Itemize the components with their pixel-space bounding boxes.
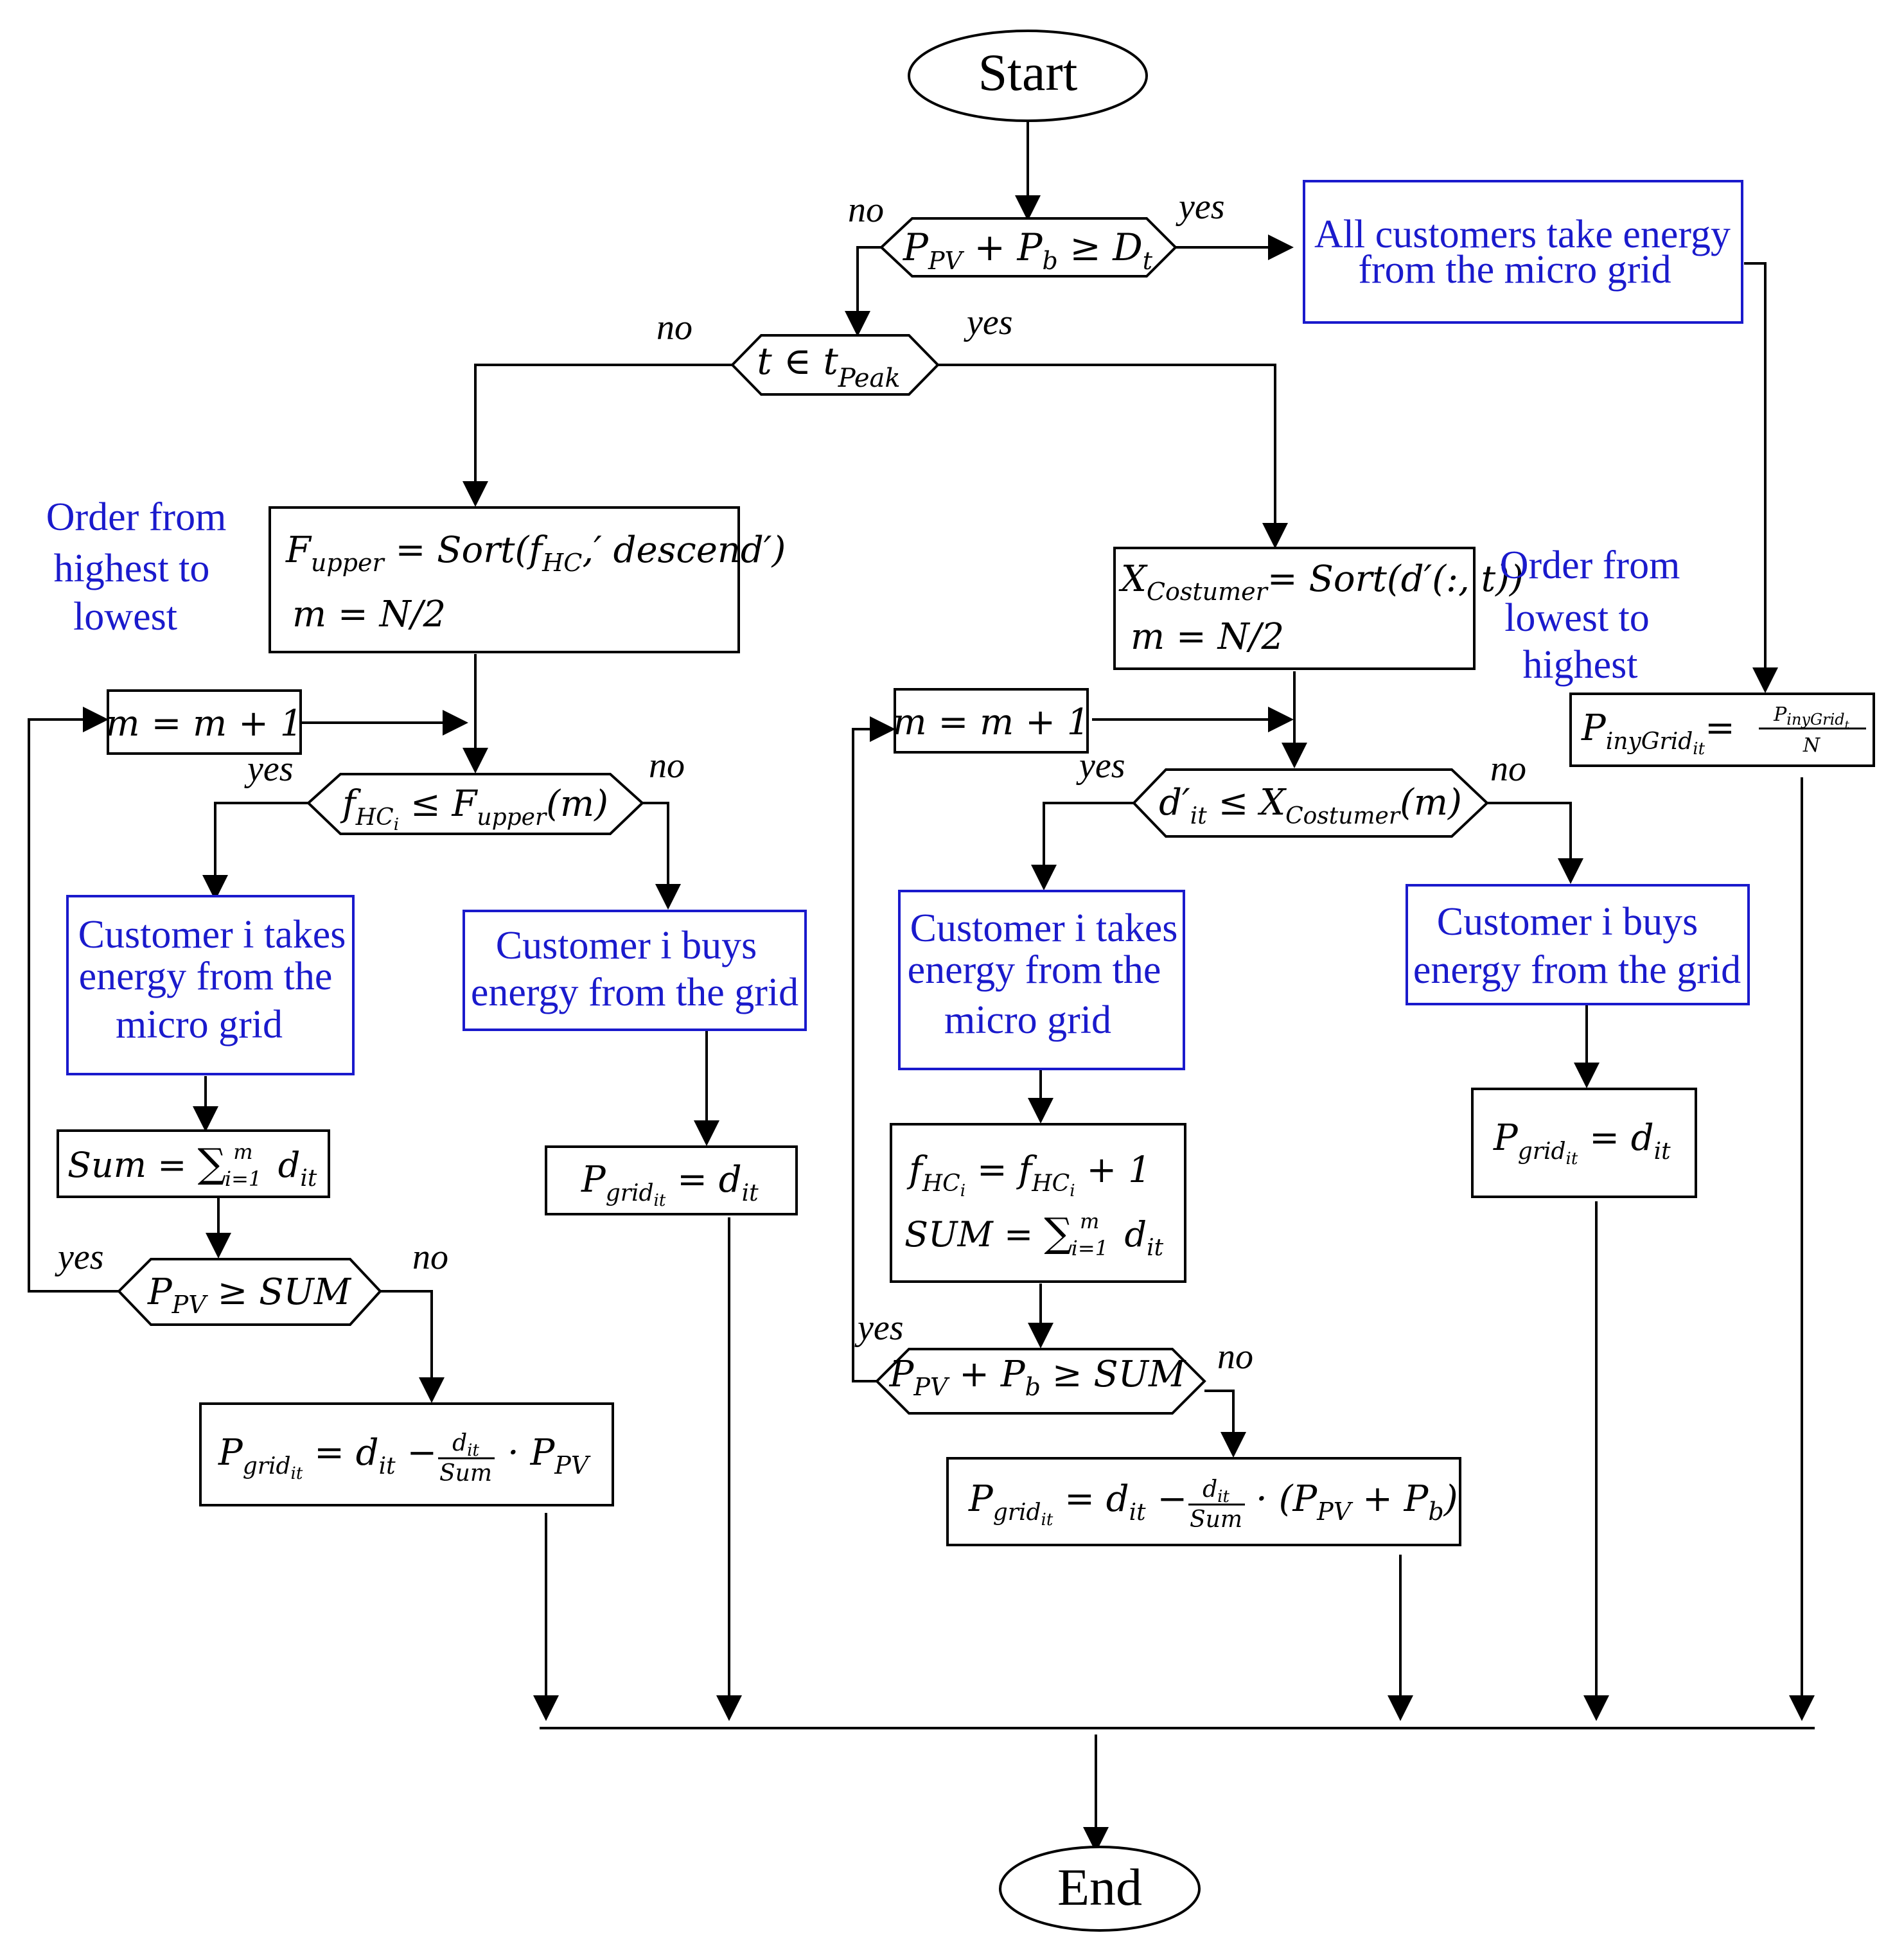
order-high-low-line2: highest to: [54, 547, 210, 590]
process-sort-ascend: XCostumer= Sort(d′(:, t)) m = N/2: [1113, 547, 1524, 670]
edge-d2-yes: [938, 364, 1288, 549]
buys-left-box: Customer i buys energy from the grid: [463, 910, 807, 1031]
decision-pv-pb-sum: PPV + Pb ≥ SUM: [875, 1348, 1206, 1415]
process-sum-left: Sum = ∑i=1m dit: [57, 1129, 330, 1198]
takes-left-line3: micro grid: [116, 1003, 283, 1046]
edge-d3-no: [642, 802, 681, 910]
all-customers-line2: from the micro grid: [1358, 248, 1671, 292]
order-high-low-line1: Order from: [46, 495, 227, 539]
svg-text:Pgridit = dit: Pgridit = dit: [1493, 1117, 1671, 1169]
edge-d2-no: [463, 364, 732, 507]
takes-right-line1: Customer i takes: [910, 906, 1178, 950]
svg-text:Sum: Sum: [1190, 1506, 1242, 1533]
edge-d3-yes: [202, 802, 308, 901]
decision-fhc-upper: fHCi ≤ Fupper(m): [306, 773, 644, 835]
svg-text:PPV ≥ SUM: PPV ≥ SUM: [147, 1271, 352, 1319]
svg-text:Fupper = Sort(fHC,′ descend′): Fupper = Sort(fHC,′ descend′): [285, 529, 786, 577]
edge-d4-yes: [1031, 802, 1134, 890]
takes-right-line2: energy from the: [908, 948, 1161, 992]
order-low-high-note: Order from lowest to highest: [1500, 543, 1680, 687]
svg-text:Sum = ∑i=1m dit: Sum = ∑i=1m dit: [67, 1140, 317, 1192]
edge-d6-yes-loop: [852, 716, 895, 1382]
decision-pv-pb-demand: PPV + Pb ≥ Dt: [879, 217, 1177, 278]
process-pgrid-pvb: Pgridit = dit − dit Sum · (PPV + Pb): [946, 1457, 1461, 1546]
buys-left-line2: energy from the grid: [471, 971, 798, 1014]
takes-left-box: Customer i takes energy from the micro g…: [66, 895, 355, 1075]
process-increment-left: m = m + 1: [106, 689, 303, 755]
label-yes-d5: yes: [55, 1237, 104, 1277]
all-customers-line1: All customers take energy: [1314, 213, 1731, 256]
svg-text:m = N/2: m = N/2: [292, 594, 446, 635]
label-no-d1: no: [848, 190, 884, 230]
label-no-d5: no: [412, 1237, 448, 1277]
svg-text:PPV + Pb ≥ SUM: PPV + Pb ≥ SUM: [889, 1354, 1186, 1401]
svg-text:m = N/2: m = N/2: [1131, 616, 1284, 658]
svg-text:· (PPV + Pb): · (PPV + Pb): [1256, 1478, 1458, 1526]
svg-text:fHCi = fHCi + 1: fHCi = fHCi + 1: [906, 1149, 1151, 1201]
inc-right-text: m = m + 1: [893, 702, 1090, 743]
process-pgrid-right: Pgridit = dit: [1471, 1088, 1697, 1198]
process-increment-right: m = m + 1: [893, 688, 1090, 754]
svg-text:d′it ≤ XCostumer(m): d′it ≤ XCostumer(m): [1159, 782, 1462, 829]
buys-right-box: Customer i buys energy from the grid: [1406, 884, 1750, 1005]
svg-text:fHCi ≤ Fupper(m): fHCi ≤ Fupper(m): [340, 783, 608, 834]
buys-left-line1: Customer i buys: [496, 924, 757, 967]
takes-right-line3: micro grid: [944, 998, 1111, 1042]
edge-d5-no: [380, 1290, 445, 1403]
label-no-d6: no: [1217, 1337, 1253, 1377]
order-low-high-line1: Order from: [1500, 543, 1680, 587]
decision-demand-costumer: d′it ≤ XCostumer(m): [1132, 768, 1489, 838]
inc-left-text: m = m + 1: [106, 703, 303, 745]
edge-all-pinygrid: [1744, 262, 1778, 693]
label-yes-d6: yes: [854, 1308, 904, 1348]
svg-text:t ∈ tPeak: t ∈ tPeak: [757, 339, 900, 393]
svg-text:Sum: Sum: [439, 1460, 492, 1487]
edge-labels: no yes no yes yes no yes no yes no yes n…: [55, 187, 1526, 1377]
end-terminal: End: [999, 1846, 1201, 1932]
takes-left-line2: energy from the: [79, 955, 333, 998]
edge-d5-yes-loop: [28, 707, 119, 1293]
order-high-low-note: Order from highest to lowest: [46, 495, 227, 639]
label-yes-d3: yes: [244, 749, 294, 789]
svg-text:Pgridit = dit: Pgridit = dit: [581, 1159, 759, 1210]
svg-text:Pgridit = dit −: Pgridit = dit −: [218, 1432, 437, 1483]
connectors: [28, 122, 1815, 1853]
svg-text:· PPV: · PPV: [507, 1432, 591, 1479]
decision-peak-time: t ∈ tPeak: [730, 334, 940, 396]
process-fhc-update: fHCi = fHCi + 1 SUM = ∑i=1m dit: [890, 1123, 1186, 1283]
all-customers-box: All customers take energy from the micro…: [1303, 180, 1743, 324]
order-high-low-line3: lowest: [73, 595, 177, 639]
start-label: Start: [978, 43, 1078, 102]
order-low-high-line3: highest: [1522, 643, 1637, 687]
svg-text:PinyGridit=: PinyGridit=: [1581, 707, 1735, 759]
svg-text:N: N: [1802, 734, 1821, 757]
process-pinygrid: PinyGridit= PinyGridt N: [1569, 693, 1875, 767]
label-no-d2: no: [657, 308, 692, 348]
takes-right-box: Customer i takes energy from the micro g…: [898, 890, 1185, 1070]
edge-d4-no: [1487, 802, 1583, 884]
buys-right-line2: energy from the grid: [1413, 948, 1741, 992]
buys-right-line1: Customer i buys: [1437, 900, 1698, 944]
label-yes-d2: yes: [964, 303, 1013, 342]
process-sort-descend: Fupper = Sort(fHC,′ descend′) m = N/2: [269, 506, 786, 653]
takes-left-line1: Customer i takes: [78, 913, 346, 957]
start-terminal: Start: [908, 30, 1148, 122]
process-pgrid-left: Pgridit = dit: [545, 1145, 798, 1215]
svg-text:PPV + Pb ≥ Dt: PPV + Pb ≥ Dt: [903, 225, 1153, 275]
svg-text:dit: dit: [1203, 1476, 1230, 1506]
label-no-d3: no: [649, 746, 685, 786]
svg-text:XCostumer= Sort(d′(:, t)): XCostumer= Sort(d′(:, t)): [1118, 558, 1524, 606]
edge-d1-no: [845, 246, 881, 337]
end-label: End: [1057, 1858, 1142, 1916]
order-low-high-line2: lowest to: [1504, 596, 1650, 640]
svg-text:SUM = ∑i=1m dit: SUM = ∑i=1m dit: [904, 1209, 1164, 1261]
edge-d6-no: [1204, 1390, 1246, 1458]
decision-pv-sum: PPV ≥ SUM: [117, 1258, 382, 1326]
svg-text:Pgridit = dit −: Pgridit = dit −: [968, 1478, 1187, 1530]
label-no-d4: no: [1490, 749, 1526, 789]
process-pgrid-pv: Pgridit = dit − dit Sum · PPV: [199, 1402, 614, 1506]
label-yes-d1: yes: [1176, 187, 1225, 227]
